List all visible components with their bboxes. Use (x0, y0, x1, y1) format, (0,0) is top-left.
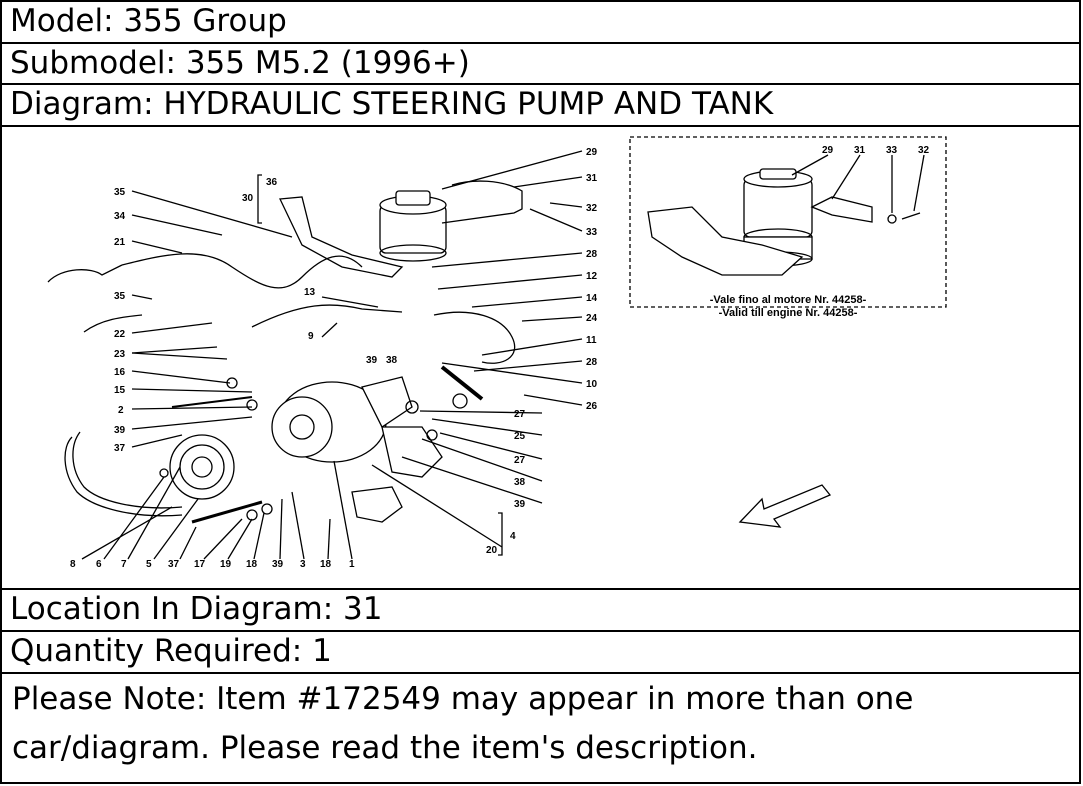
bracket-30 (279, 196, 404, 278)
callout-35b: 35 (114, 291, 126, 302)
callout-23: 23 (114, 349, 126, 360)
note-line-1: Please Note: Item #172549 may appear in … (12, 681, 914, 717)
callout-39b: 39 (114, 425, 126, 436)
location-row: Location In Diagram: 31 (2, 590, 1081, 632)
submodel-row: Submodel: 355 M5.2 (1996+) (2, 44, 1081, 85)
callout-38b: 38 (386, 355, 398, 366)
callout-3: 3 (300, 559, 306, 570)
note-line-2: car/diagram. Please read the item's desc… (12, 730, 758, 766)
parts-diagram: 29 31 32 33 28 12 14 24 11 28 10 26 27 2… (2, 127, 1081, 590)
note-block: Please Note: Item #172549 may appear in … (2, 674, 1081, 784)
callout-27: 27 (514, 409, 526, 420)
callout-4: 4 (510, 531, 516, 542)
direction-arrow (738, 484, 832, 528)
callout-22: 22 (114, 329, 126, 340)
inset-tank (743, 178, 813, 238)
callout-27b: 27 (514, 455, 526, 466)
callout-8: 8 (70, 559, 76, 570)
inset-callout-31: 31 (854, 145, 866, 156)
callout-25: 25 (514, 431, 526, 442)
inset-caption-english: -Valid till engine Nr. 44258- (719, 307, 858, 319)
inset-callout-32: 32 (918, 145, 930, 156)
callout-39c: 39 (366, 355, 378, 366)
inset-frame (629, 136, 947, 308)
quantity-row: Quantity Required: 1 (2, 632, 1081, 674)
callout-5: 5 (146, 559, 152, 570)
callout-38: 38 (514, 477, 526, 488)
callout-29: 29 (586, 147, 598, 158)
callout-2: 2 (118, 405, 124, 416)
diagram-drawing: 29 31 32 33 28 12 14 24 11 28 10 26 27 2… (47, 136, 947, 570)
callout-15: 15 (114, 385, 126, 396)
callout-39d: 39 (272, 559, 284, 570)
callout-18: 18 (246, 559, 258, 570)
callout-30: 30 (242, 193, 254, 204)
callout-13: 13 (304, 287, 316, 298)
callout-7: 7 (121, 559, 127, 570)
callout-32: 32 (586, 203, 598, 214)
callout-9: 9 (308, 331, 314, 342)
callout-35: 35 (114, 187, 126, 198)
callout-17: 17 (194, 559, 206, 570)
inset-callout-33: 33 (886, 145, 898, 156)
hose-21 (121, 253, 363, 289)
callout-24: 24 (586, 313, 598, 324)
callout-39: 39 (514, 499, 526, 510)
inset-caption-italian: -Vale fino al motore Nr. 44258- (710, 294, 867, 306)
callout-28b: 28 (586, 357, 598, 368)
callout-11: 11 (586, 335, 597, 346)
diagram-title-row: Diagram: HYDRAULIC STEERING PUMP AND TAN… (2, 85, 1081, 127)
drive-belt (64, 436, 183, 517)
callout-14: 14 (586, 293, 598, 304)
callout-18b: 18 (320, 559, 332, 570)
callout-6: 6 (96, 559, 102, 570)
inset-callout-29: 29 (822, 145, 834, 156)
callout-19: 19 (220, 559, 232, 570)
callout-21: 21 (114, 237, 126, 248)
callout-37: 37 (114, 443, 126, 454)
callout-28: 28 (586, 249, 598, 260)
callout-36: 36 (266, 177, 278, 188)
callout-20: 20 (486, 545, 498, 556)
inset-bracket (647, 206, 804, 276)
callout-26: 26 (586, 401, 598, 412)
callout-10: 10 (586, 379, 598, 390)
callout-31: 31 (586, 173, 598, 184)
callout-12: 12 (586, 271, 598, 282)
model-row: Model: 355 Group (2, 2, 1081, 44)
callout-1: 1 (349, 559, 355, 570)
callout-37b: 37 (168, 559, 180, 570)
callout-34: 34 (114, 211, 126, 222)
callout-16: 16 (114, 367, 126, 378)
callout-33: 33 (586, 227, 598, 238)
